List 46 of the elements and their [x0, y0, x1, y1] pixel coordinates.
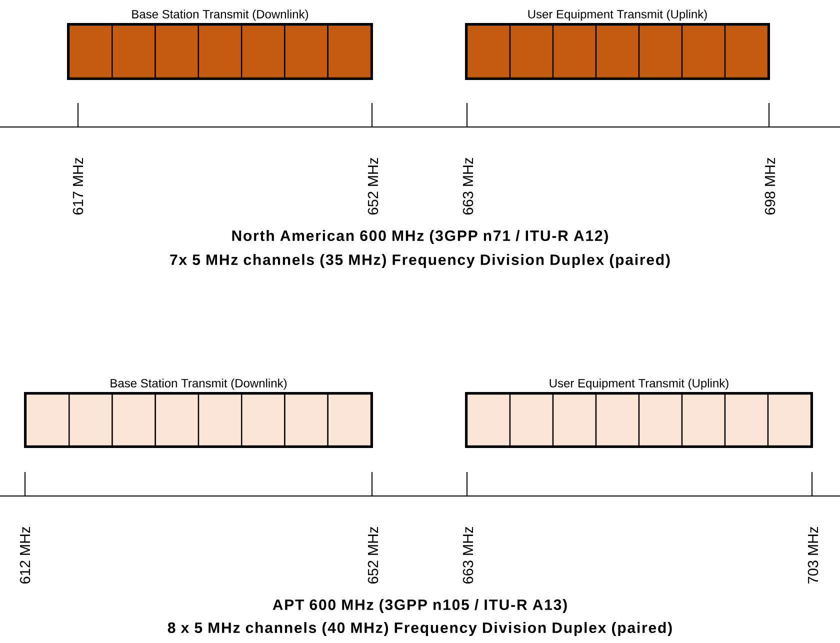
- frequency-label: 612 MHz: [20, 526, 30, 584]
- channel-block: [112, 393, 156, 447]
- frequency-label: 652 MHz: [368, 526, 378, 584]
- channel-block: [112, 24, 156, 79]
- channel-block: [595, 24, 640, 79]
- channel-block: [154, 393, 200, 447]
- channel-block: [509, 24, 554, 79]
- channel-block: [327, 24, 372, 79]
- band-plan-caption: APT 600 MHz (3GPP n105 / ITU-R A13): [272, 599, 567, 613]
- channel-block: [198, 24, 242, 79]
- channel-block: [681, 393, 726, 447]
- channel-block: [154, 24, 200, 79]
- band-plan-caption: North American 600 MHz (3GPP n71 / ITU-R A12): [232, 230, 608, 244]
- frequency-label: 617 MHz: [72, 158, 84, 214]
- channel-block: [241, 393, 286, 447]
- channel-block: [466, 24, 511, 79]
- band-heading: Base Station Transmit (Downlink): [132, 10, 308, 21]
- channel-block: [724, 393, 769, 447]
- channel-block: [25, 393, 70, 447]
- frequency-label: 703 MHz: [808, 526, 818, 584]
- channel-block: [767, 393, 812, 447]
- channel-block: [198, 393, 242, 447]
- channel-block: [509, 393, 554, 447]
- frequency-label: 652 MHz: [368, 158, 378, 214]
- channel-block: [284, 393, 328, 447]
- band-heading: User Equipment Transmit (Uplink): [528, 10, 707, 21]
- channel-block: [327, 393, 372, 447]
- band-heading: User Equipment Transmit (Uplink): [550, 378, 728, 390]
- frequency-label: 663 MHz: [462, 526, 474, 584]
- channel-block: [638, 393, 683, 447]
- channel-block: [638, 24, 683, 79]
- channel-block: [595, 393, 640, 447]
- channel-block: [724, 24, 769, 79]
- frequency-label: 698 MHz: [764, 158, 776, 214]
- frequency-label: 663 MHz: [462, 158, 474, 214]
- band-heading: Base Station Transmit (Downlink): [110, 378, 287, 390]
- band-plan-caption: 8 x 5 MHz channels (40 MHz) Frequency Division Duplex (paired): [168, 622, 672, 636]
- channel-block: [68, 24, 113, 79]
- channel-block: [466, 393, 511, 447]
- channel-block: [284, 24, 328, 79]
- band-plan-caption: 7x 5 MHz channels (35 MHz) Frequency Division Duplex (paired): [170, 254, 670, 268]
- channel-block: [681, 24, 726, 79]
- channel-block: [552, 393, 597, 447]
- channel-block: [68, 393, 113, 447]
- channel-block: [552, 24, 597, 79]
- channel-block: [240, 24, 286, 79]
